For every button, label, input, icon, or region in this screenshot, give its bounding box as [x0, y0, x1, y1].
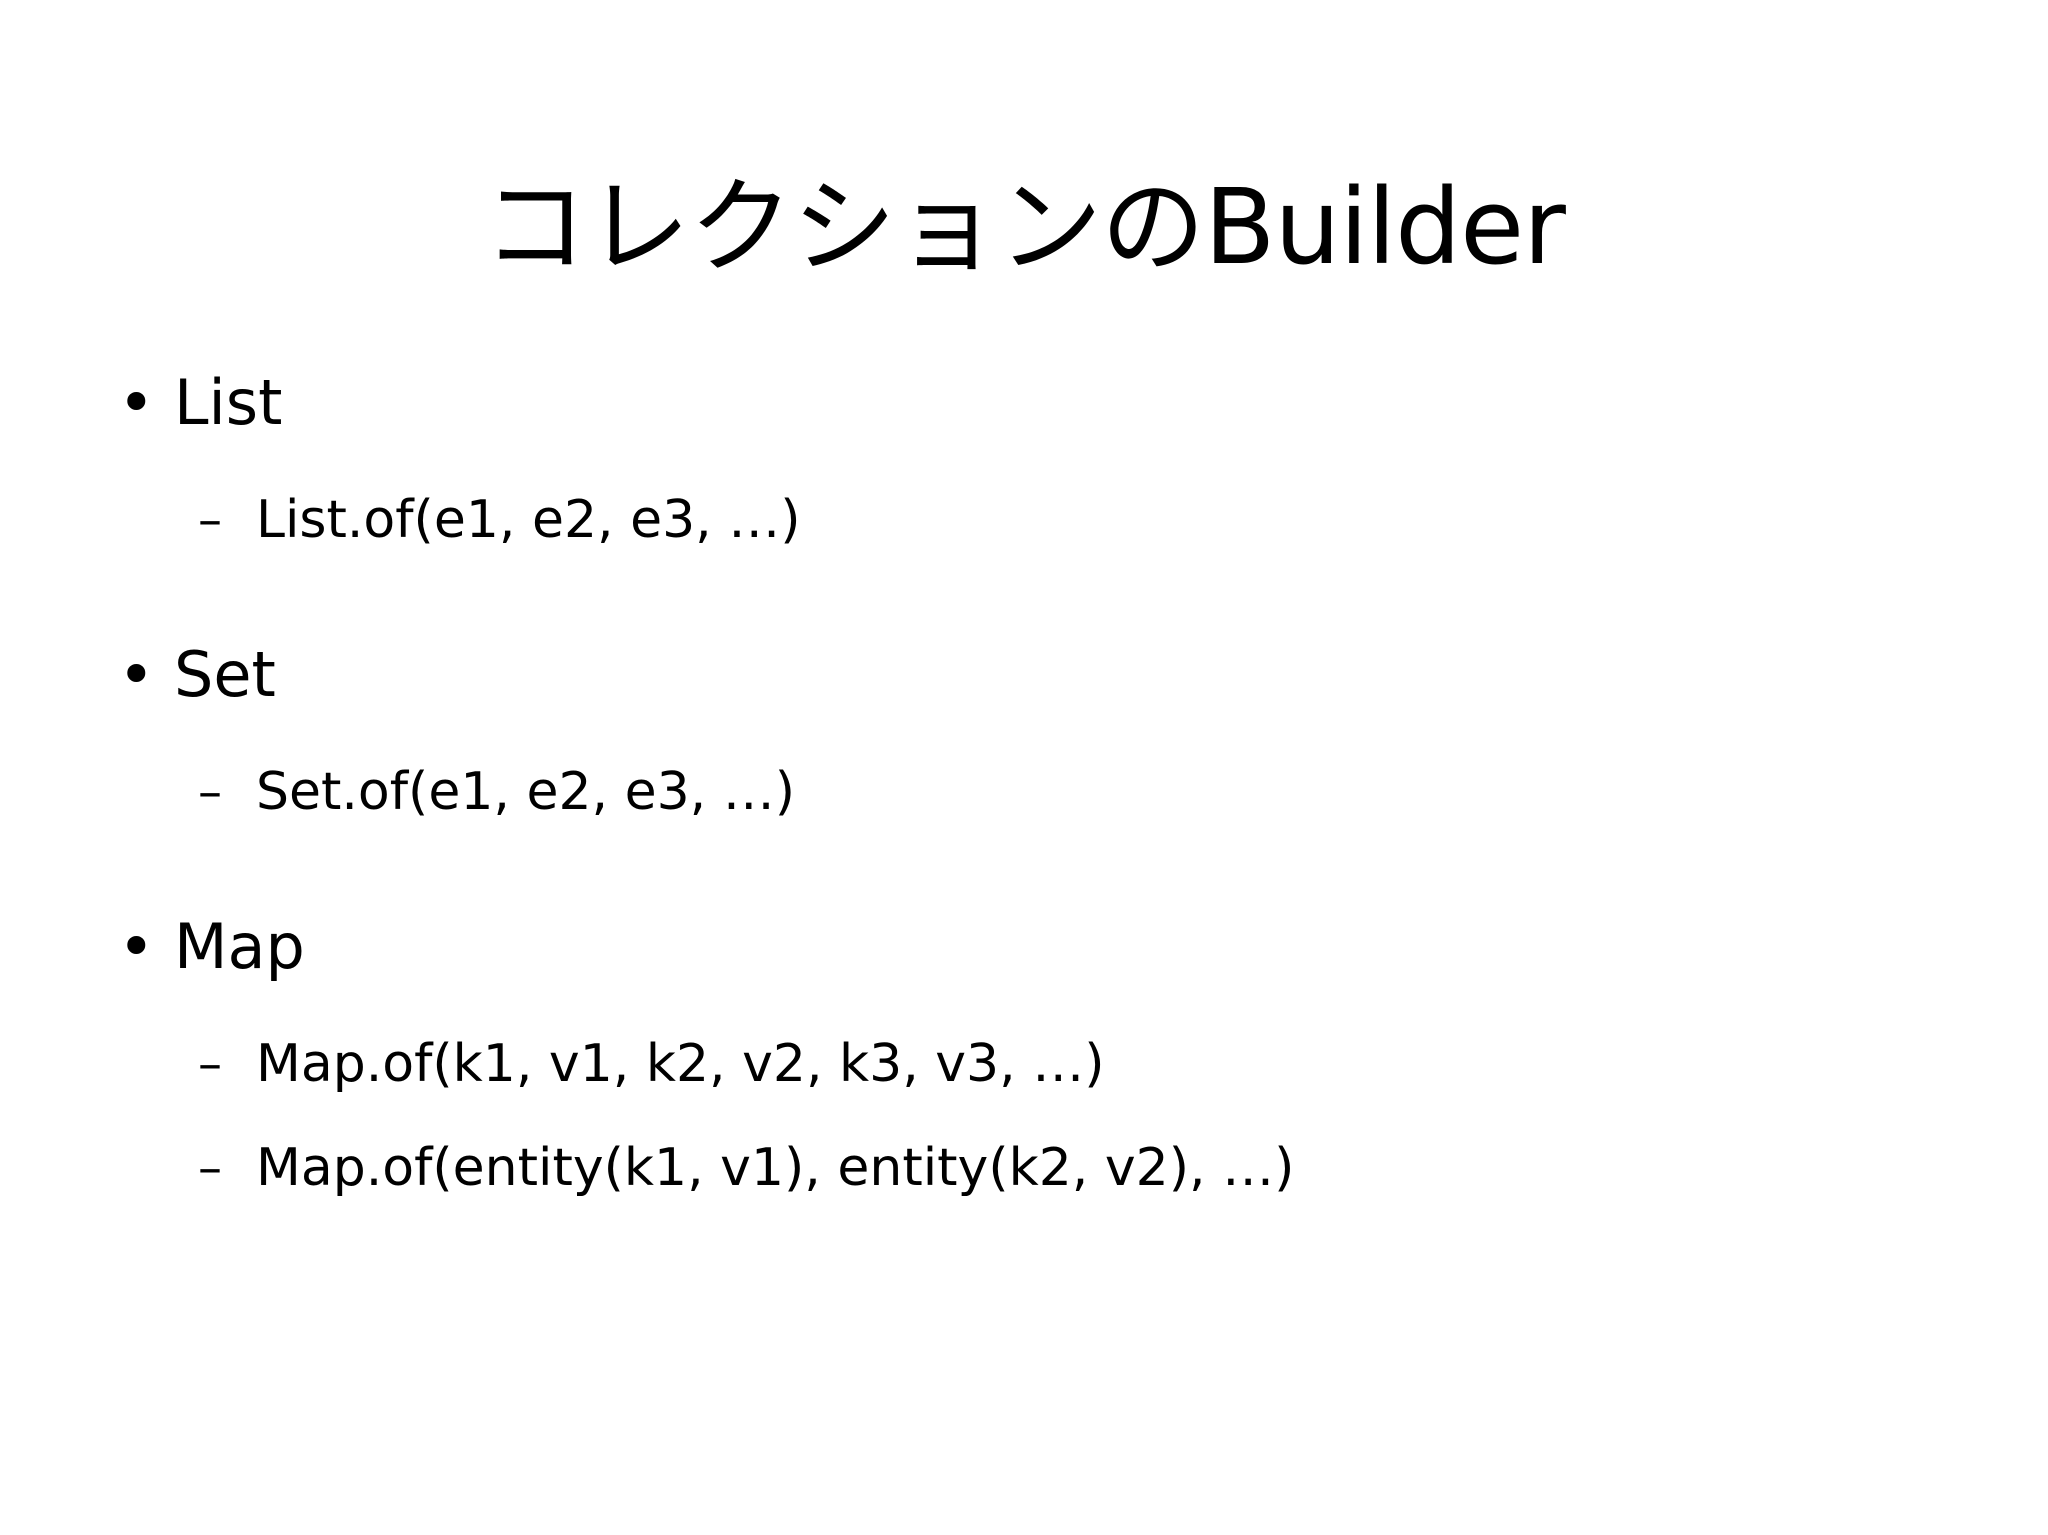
bullet-dot-icon: • [118, 366, 155, 439]
slide-title: コレクションのBuilder [483, 165, 1566, 288]
bullet-dash-icon: – [198, 764, 222, 820]
sub-bullet-item-map-of: – Map.of(k1, v1, k2, v2, k3, v3, …) [0, 1016, 2048, 1120]
slide-body-bullet-list: • List – List.of(e1, e2, e3, …) • Set – … [0, 356, 2048, 1224]
bullet-dash-icon: – [198, 1140, 222, 1196]
sub-bullet-label: Map.of(k1, v1, k2, v2, k3, v3, …) [256, 1034, 1105, 1094]
bullet-dash-icon: – [198, 492, 222, 548]
sub-bullet-item-map-of-entity: – Map.of(entity(k1, v1), entity(k2, v2),… [0, 1120, 2048, 1224]
bullet-dot-icon: • [118, 638, 155, 711]
bullet-item-list: • List [0, 356, 2048, 460]
bullet-dot-icon: • [118, 910, 155, 983]
bullet-dash-icon: – [198, 1036, 222, 1092]
bullet-label: List [174, 366, 283, 439]
sub-bullet-item-list-of: – List.of(e1, e2, e3, …) [0, 472, 2048, 576]
bullet-label: Set [174, 638, 276, 711]
sub-bullet-label: Map.of(entity(k1, v1), entity(k2, v2), …… [256, 1138, 1295, 1198]
bullet-item-map: • Map [0, 900, 2048, 1004]
sub-bullet-label: List.of(e1, e2, e3, …) [256, 490, 801, 550]
bullet-item-set: • Set [0, 628, 2048, 732]
bullet-label: Map [174, 910, 305, 983]
sub-bullet-label: Set.of(e1, e2, e3, …) [256, 762, 796, 822]
sub-bullet-item-set-of: – Set.of(e1, e2, e3, …) [0, 744, 2048, 848]
